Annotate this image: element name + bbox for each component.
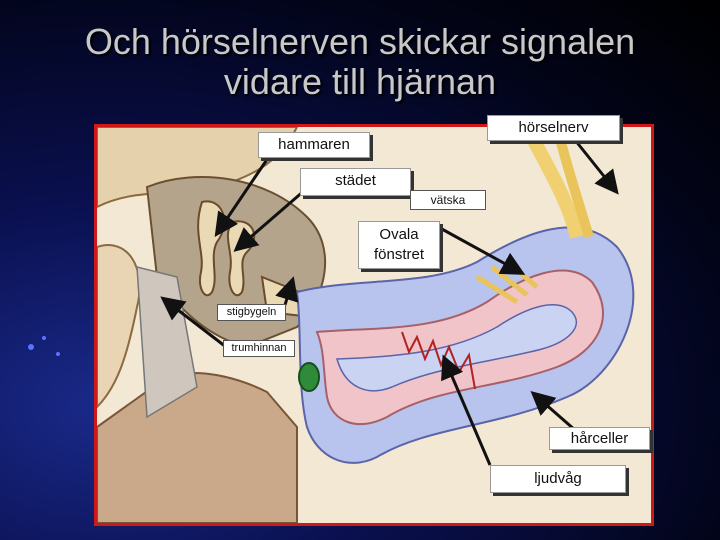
slide-title: Och hörselnerven skickar signalen vidare… [0, 22, 720, 102]
label-ovala-fonstret: Ovala fönstret [358, 221, 440, 269]
label-trumhinnan: trumhinnan [223, 340, 295, 357]
label-stadet: städet [300, 168, 411, 196]
label-hammaren: hammaren [258, 132, 370, 158]
slide-title-line-2: vidare till hjärnan [223, 61, 497, 102]
label-harceller: hårceller [549, 427, 650, 450]
label-horselnerv: hörselnerv [487, 115, 620, 141]
decorative-dots [22, 330, 82, 370]
label-ljudvag: ljudvåg [490, 465, 626, 493]
slide-title-line-1: Och hörselnerven skickar signalen [84, 21, 636, 62]
label-vatska: vätska [410, 190, 486, 210]
label-stigbygeln: stigbygeln [217, 304, 286, 321]
